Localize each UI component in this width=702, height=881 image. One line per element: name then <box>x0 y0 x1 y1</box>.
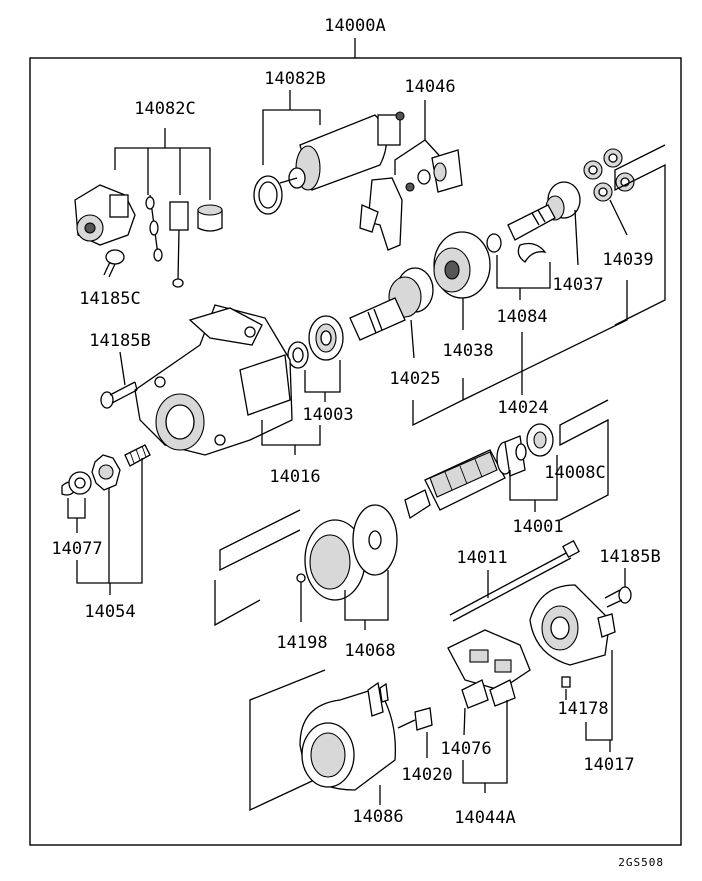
part-14017-rear-cover[interactable] <box>529 584 616 752</box>
label-14039: 14039 <box>602 250 653 270</box>
label-14185B-right: 14185B <box>599 547 660 567</box>
label-14024: 14024 <box>497 398 548 418</box>
label-14086: 14086 <box>352 807 403 827</box>
part-14185B-bolt-left[interactable] <box>100 351 138 409</box>
label-14178: 14178 <box>557 699 608 719</box>
part-14185B-bolt-right[interactable] <box>604 568 632 608</box>
part-14001-armature[interactable] <box>404 423 558 520</box>
part-14003-bearing-set[interactable] <box>287 315 344 402</box>
part-14086-yoke-assembly[interactable] <box>249 669 433 812</box>
part-14025-pinion-shaft[interactable] <box>349 267 434 359</box>
label-14084: 14084 <box>496 307 547 327</box>
assembly-number-label: 14000A <box>324 16 385 36</box>
armature-bracket-lines <box>214 399 609 627</box>
label-14082C: 14082C <box>134 99 195 119</box>
part-14024-bracket-lines <box>412 144 666 427</box>
label-14054: 14054 <box>84 602 135 622</box>
label-14198: 14198 <box>276 633 327 653</box>
drawing-code-label: 2GS508 <box>618 856 664 869</box>
label-14011: 14011 <box>456 548 507 568</box>
part-14185C-screw[interactable] <box>103 249 125 278</box>
label-14025: 14025 <box>389 369 440 389</box>
part-14037-shaft-assembly[interactable] <box>507 181 581 266</box>
label-14020: 14020 <box>401 765 452 785</box>
part-14016-front-housing[interactable] <box>134 304 321 456</box>
part-14039-planetary-gears[interactable] <box>583 148 635 236</box>
label-14185B-left: 14185B <box>89 331 150 351</box>
label-14068: 14068 <box>344 641 395 661</box>
part-14082C-terminal-kit[interactable] <box>74 128 223 288</box>
part-14054-pinion-set[interactable] <box>61 444 151 595</box>
part-14082B-solenoid-switch[interactable] <box>253 90 405 215</box>
label-14076: 14076 <box>440 739 491 759</box>
label-14077: 14077 <box>51 539 102 559</box>
part-14068-yoke-covers[interactable] <box>296 504 398 630</box>
label-14046: 14046 <box>404 77 455 97</box>
label-14044A: 14044A <box>454 808 515 828</box>
label-14008C: 14008C <box>544 463 605 483</box>
label-14082B: 14082B <box>264 69 325 89</box>
label-14185C: 14185C <box>79 289 140 309</box>
part-14038-internal-gear[interactable] <box>433 231 491 330</box>
part-14084-clip-washer[interactable] <box>486 233 551 300</box>
label-14037: 14037 <box>552 275 603 295</box>
part-14046-lever-set[interactable] <box>359 100 463 251</box>
label-14017: 14017 <box>583 755 634 775</box>
label-14003: 14003 <box>302 405 353 425</box>
part-14044A-brush-holder[interactable] <box>447 629 531 793</box>
label-14016: 14016 <box>269 467 320 487</box>
part-14011-through-bolt[interactable] <box>449 540 580 622</box>
label-14001: 14001 <box>512 517 563 537</box>
label-14038: 14038 <box>442 341 493 361</box>
